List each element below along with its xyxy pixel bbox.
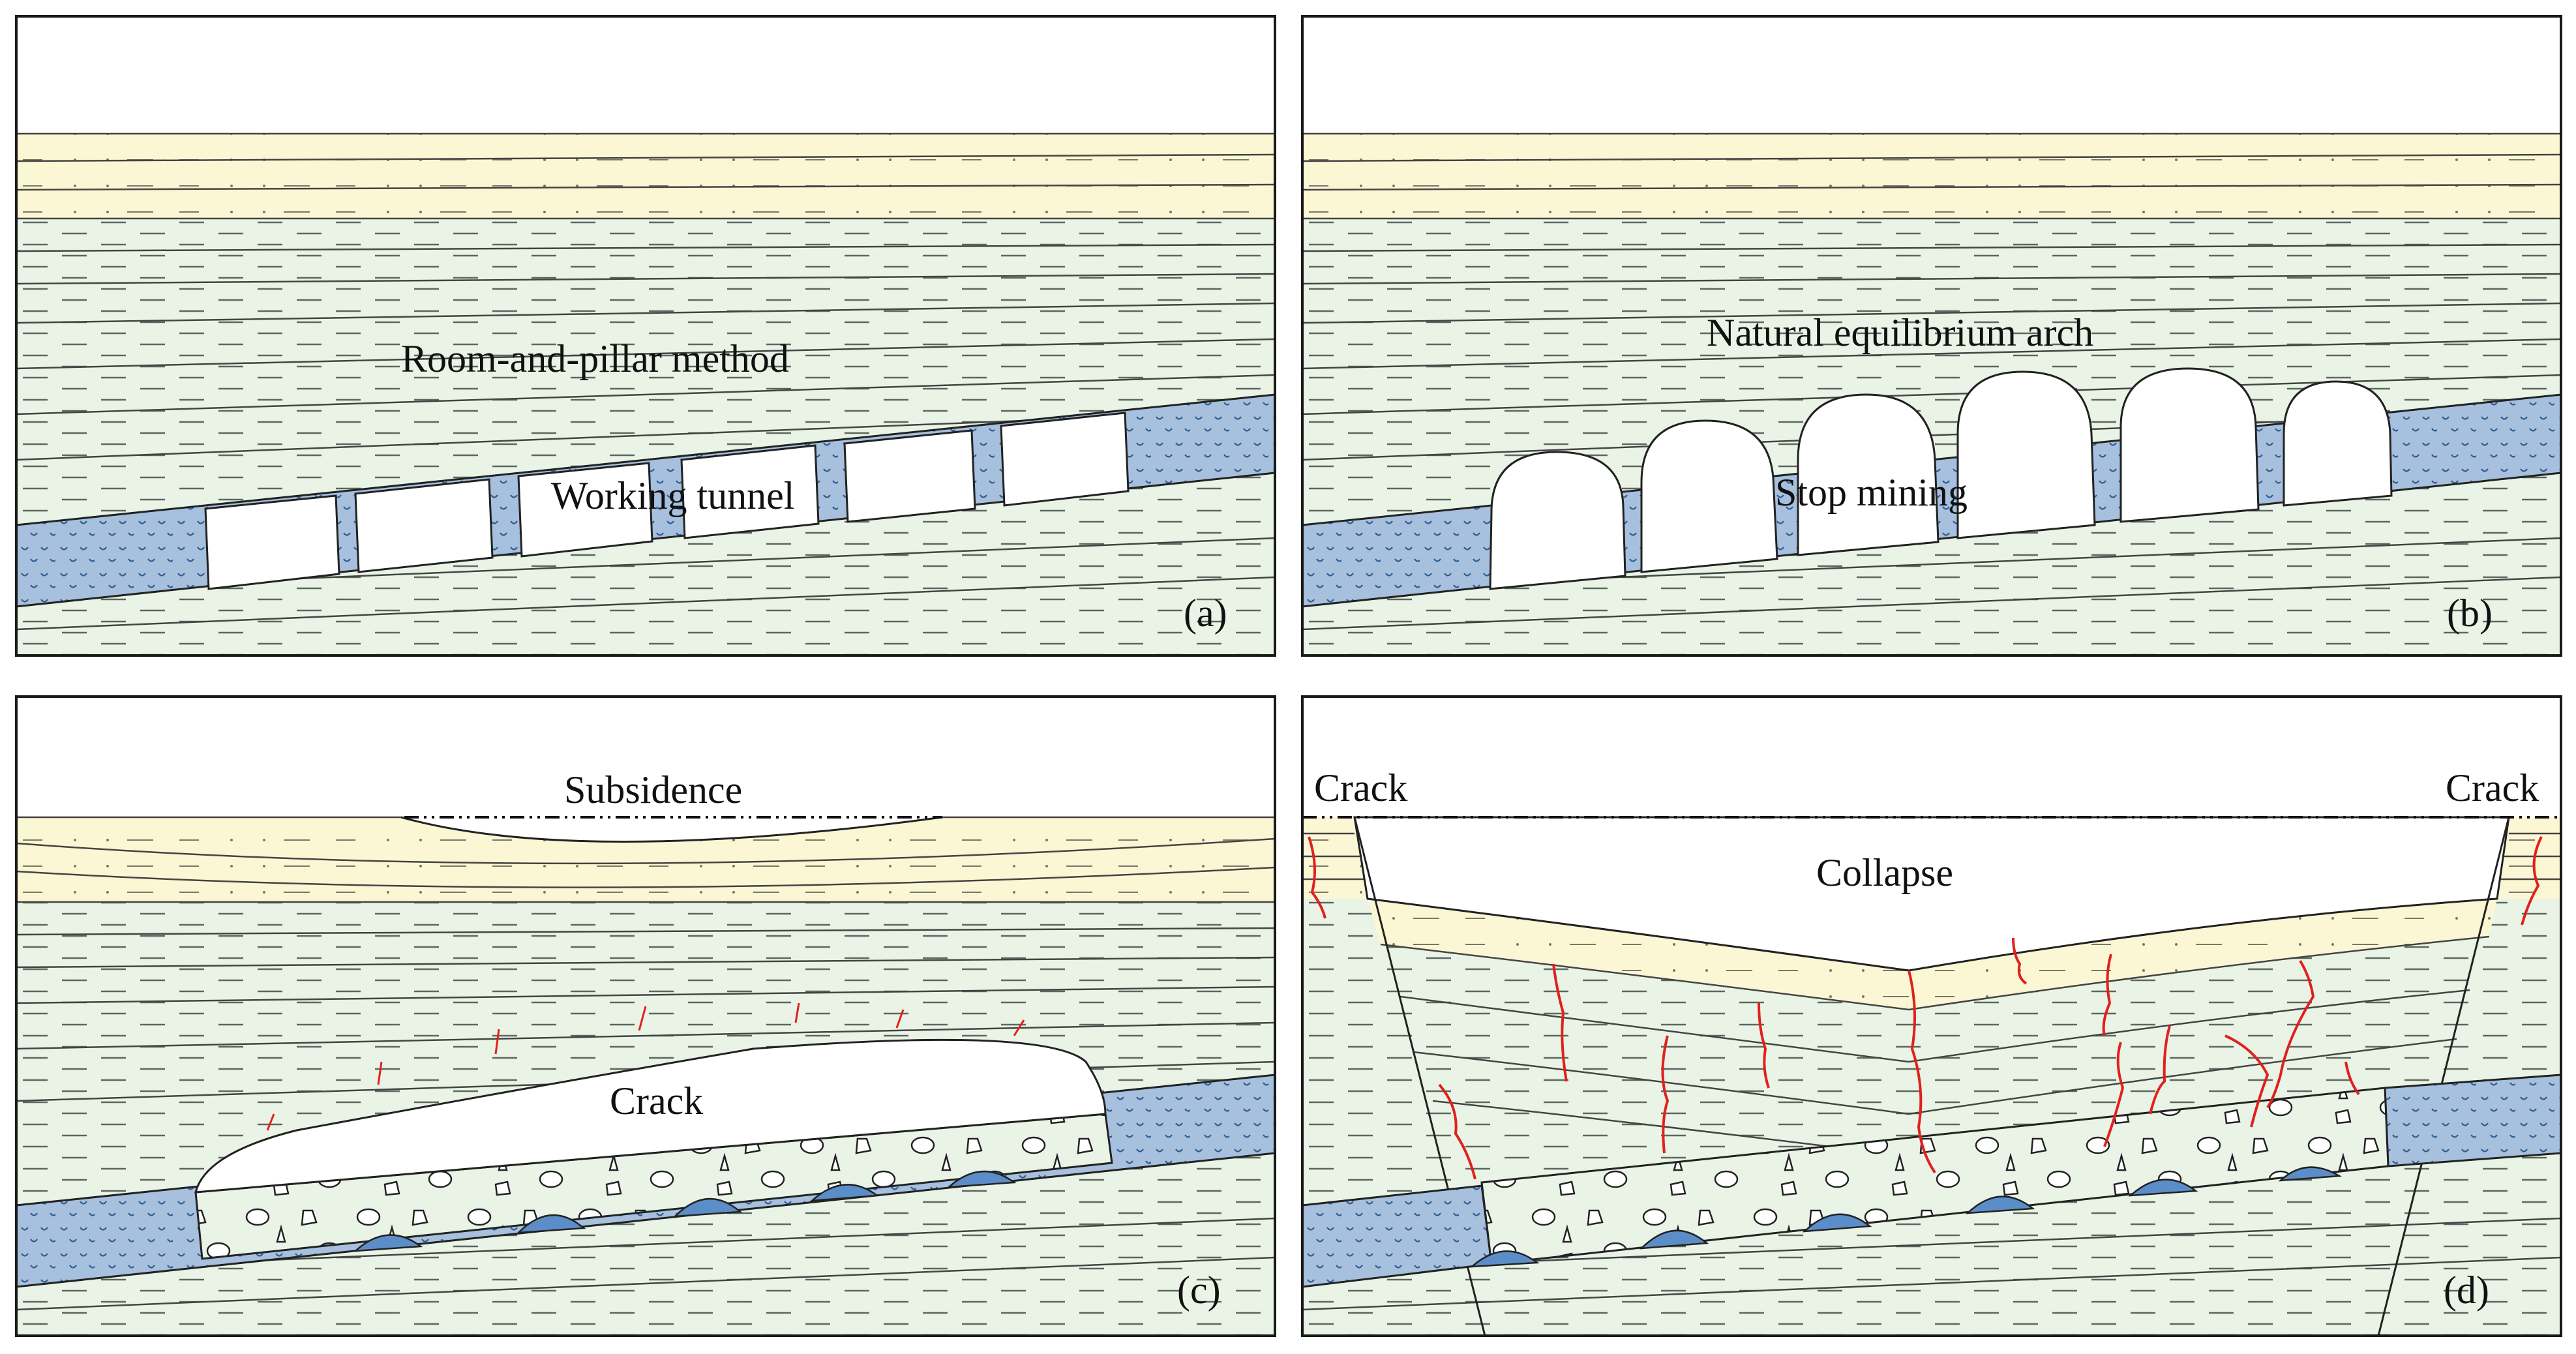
panel-tag-a: (a) — [1184, 592, 1227, 635]
panel-d: Crack Crack Collapse (d) — [1301, 695, 2562, 1337]
label-collapse: Collapse — [1816, 851, 1953, 894]
panel-tag-c: (c) — [1177, 1269, 1221, 1312]
panel-c: Subsidence Crack (c) — [15, 695, 1276, 1337]
roof-void — [194, 1038, 1107, 1194]
label-room-and-pillar: Room-and-pillar method — [401, 337, 789, 380]
panel-a: Room-and-pillar method Working tunnel (a… — [15, 15, 1276, 657]
rooms — [204, 412, 1130, 590]
label-subsidence: Subsidence — [564, 768, 742, 811]
panel-b: Natural equilibrium arch Stop mining (b) — [1301, 15, 2562, 657]
label-natural-equilibrium-arch: Natural equilibrium arch — [1707, 311, 2093, 354]
subsidence-trough — [400, 816, 943, 843]
label-working-tunnel: Working tunnel — [551, 474, 794, 517]
fallen-boulders — [1469, 1166, 2343, 1268]
crack-lines — [266, 1002, 1025, 1131]
panel-tag-b: (b) — [2447, 592, 2493, 635]
label-crack-right: Crack — [2446, 766, 2539, 809]
coal-seam-right — [2384, 1074, 2562, 1167]
label-stop-mining: Stop mining — [1775, 471, 1968, 514]
label-crack: Crack — [610, 1079, 703, 1122]
label-crack-left: Crack — [1314, 766, 1407, 809]
crack-lines — [1308, 836, 2543, 1180]
arched-stopes — [1489, 367, 2393, 590]
goaf-rubble — [1480, 1087, 2389, 1265]
fallen-boulders — [353, 1170, 1017, 1252]
panel-tag-d: (d) — [2444, 1269, 2489, 1312]
collapse-surface — [1353, 816, 2510, 972]
